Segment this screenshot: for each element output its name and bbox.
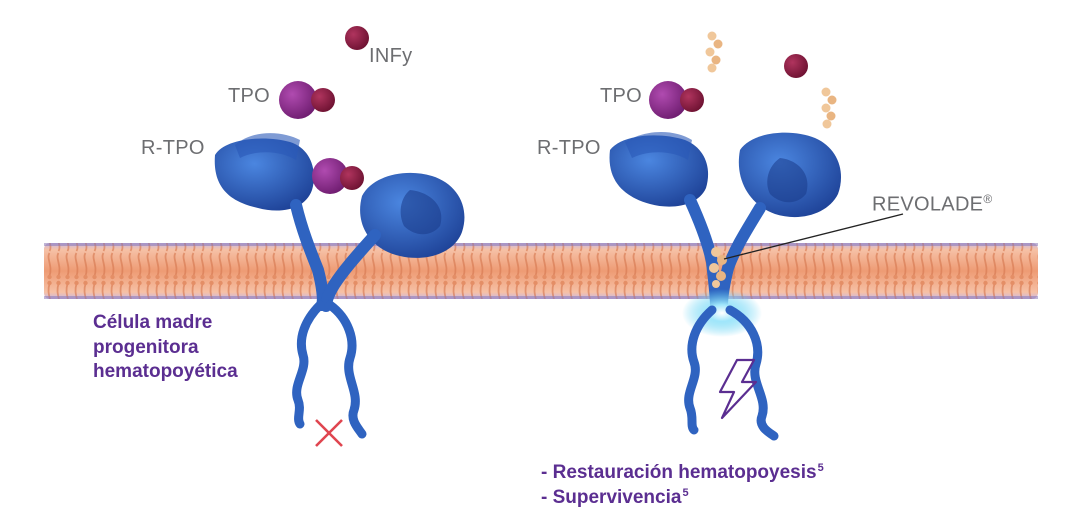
label-rtpo-right: R-TPO [537,137,601,159]
label-tpo-right: TPO [600,85,643,107]
label-revolade: REVOLADE® [872,192,992,217]
registered-mark: ® [983,192,993,206]
label-tpo-left: TPO [228,85,271,107]
revolade-name: REVOLADE [872,193,984,216]
revolade-molecule [709,247,727,288]
cell-name-line: hematopoyética [93,361,238,382]
lightning-bolt-icon [718,358,758,420]
reference-number: 5 [817,462,824,474]
tpo-molecule-left [279,81,335,119]
infy-molecule-left [345,26,369,50]
label-infy: INFy [369,45,413,67]
outcome-text: - Restauración hematopoyesis [541,462,817,483]
infy-molecule-right [784,54,808,78]
outcome-restoration: - Restauración hematopoyesis5 [541,456,824,485]
tpo-molecule-right [649,81,704,119]
revolade-pointer [723,213,904,260]
cell-name-line: progenitora [93,336,199,358]
tpo-receptor-left [214,133,465,439]
cell-name-line: Célula madre [93,312,213,333]
tpo-receptor-right [609,132,842,441]
x-mark-icon [315,419,343,447]
tpo-bound-left [312,158,364,194]
outcome-survival: - Supervivencia5 [541,481,689,510]
outcome-text: - Supervivencia [541,487,682,508]
cell-name: Célula madre progenitora hematopoyética [93,311,238,385]
revolade-molecule-free [705,31,837,129]
cell-membrane [44,243,1038,299]
reference-number: 5 [682,487,689,499]
label-rtpo-left: R-TPO [141,137,205,159]
